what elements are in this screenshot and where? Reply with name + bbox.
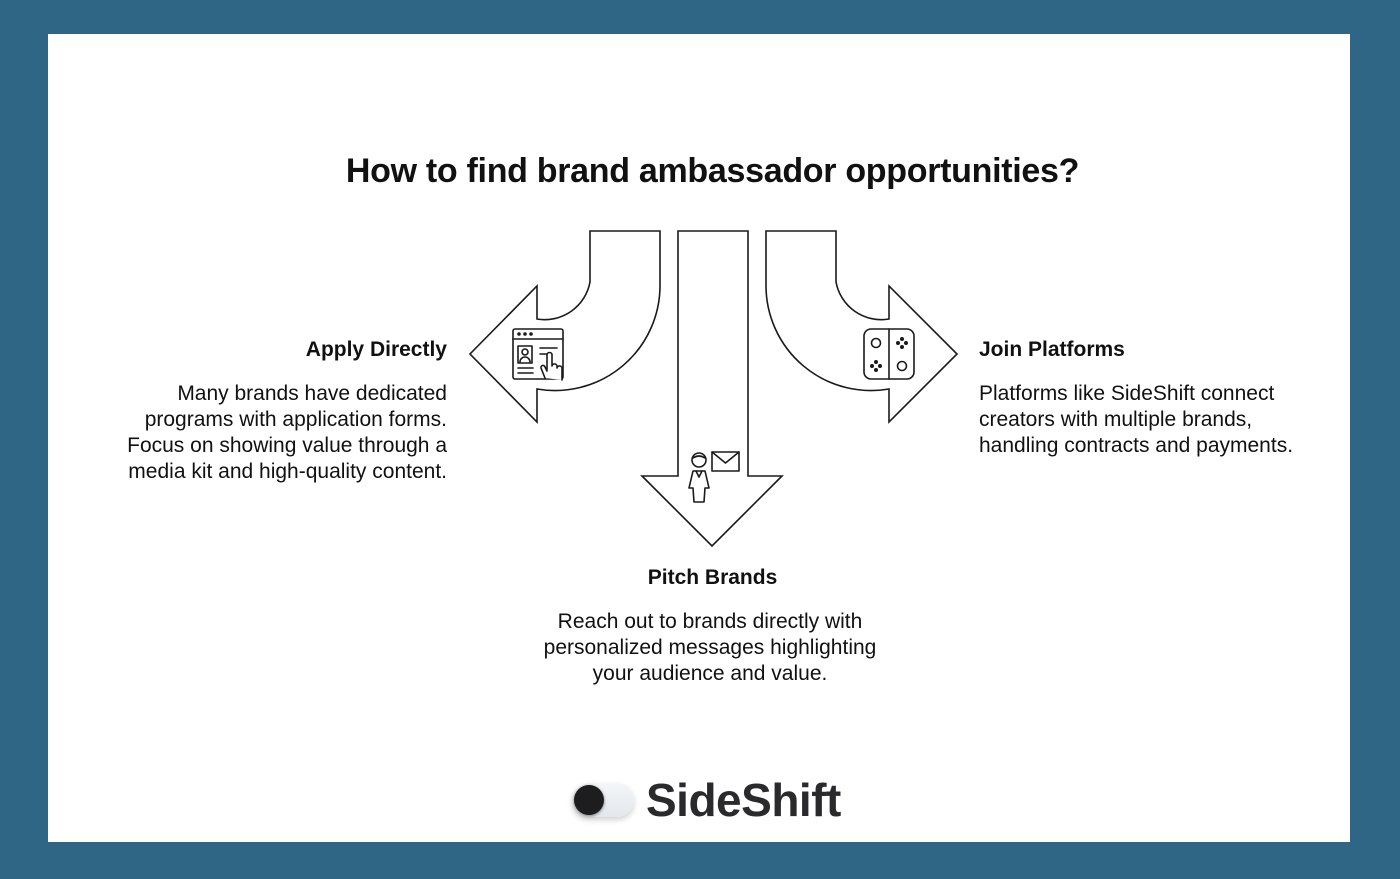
arrow-down bbox=[640, 230, 784, 548]
join-platforms-description: Platforms like SideShift connect creator… bbox=[979, 382, 1294, 457]
game-controller-icon bbox=[863, 328, 915, 380]
toggle-switch-icon bbox=[572, 783, 634, 817]
logo-text: SideShift bbox=[646, 774, 841, 826]
pitch-brands-description: Reach out to brands directly with person… bbox=[543, 610, 877, 685]
apply-directly-heading: Apply Directly bbox=[305, 338, 447, 361]
join-platforms-heading: Join Platforms bbox=[979, 338, 1125, 361]
page-title: How to find brand ambassador opportuniti… bbox=[345, 152, 1080, 190]
arrow-left bbox=[468, 230, 661, 424]
arrow-right bbox=[765, 230, 959, 424]
sideshift-logo: SideShift bbox=[572, 770, 841, 830]
apply-directly-description: Many brands have dedicated programs with… bbox=[127, 382, 447, 483]
pitch-brands-heading: Pitch Brands bbox=[647, 566, 778, 589]
person-mail-icon bbox=[688, 451, 740, 503]
web-form-icon bbox=[512, 328, 564, 381]
toggle-knob bbox=[574, 785, 604, 815]
